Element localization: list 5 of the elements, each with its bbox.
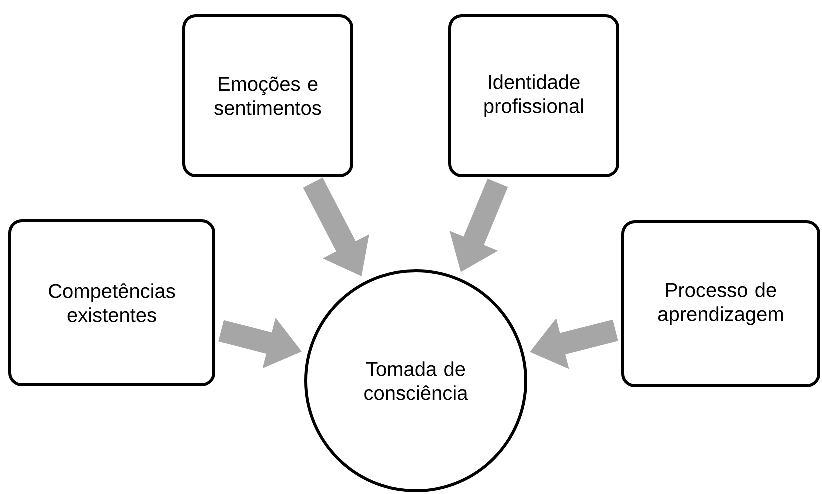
rounded-box: Processo de aprendizagem (622, 220, 820, 388)
rounded-box: Emoções e sentimentos (182, 14, 354, 178)
rounded-box: Competências existentes (8, 220, 216, 386)
rounded-box: Identidade profissional (448, 14, 620, 178)
circle-node: Tomada de consciência (304, 269, 528, 492)
